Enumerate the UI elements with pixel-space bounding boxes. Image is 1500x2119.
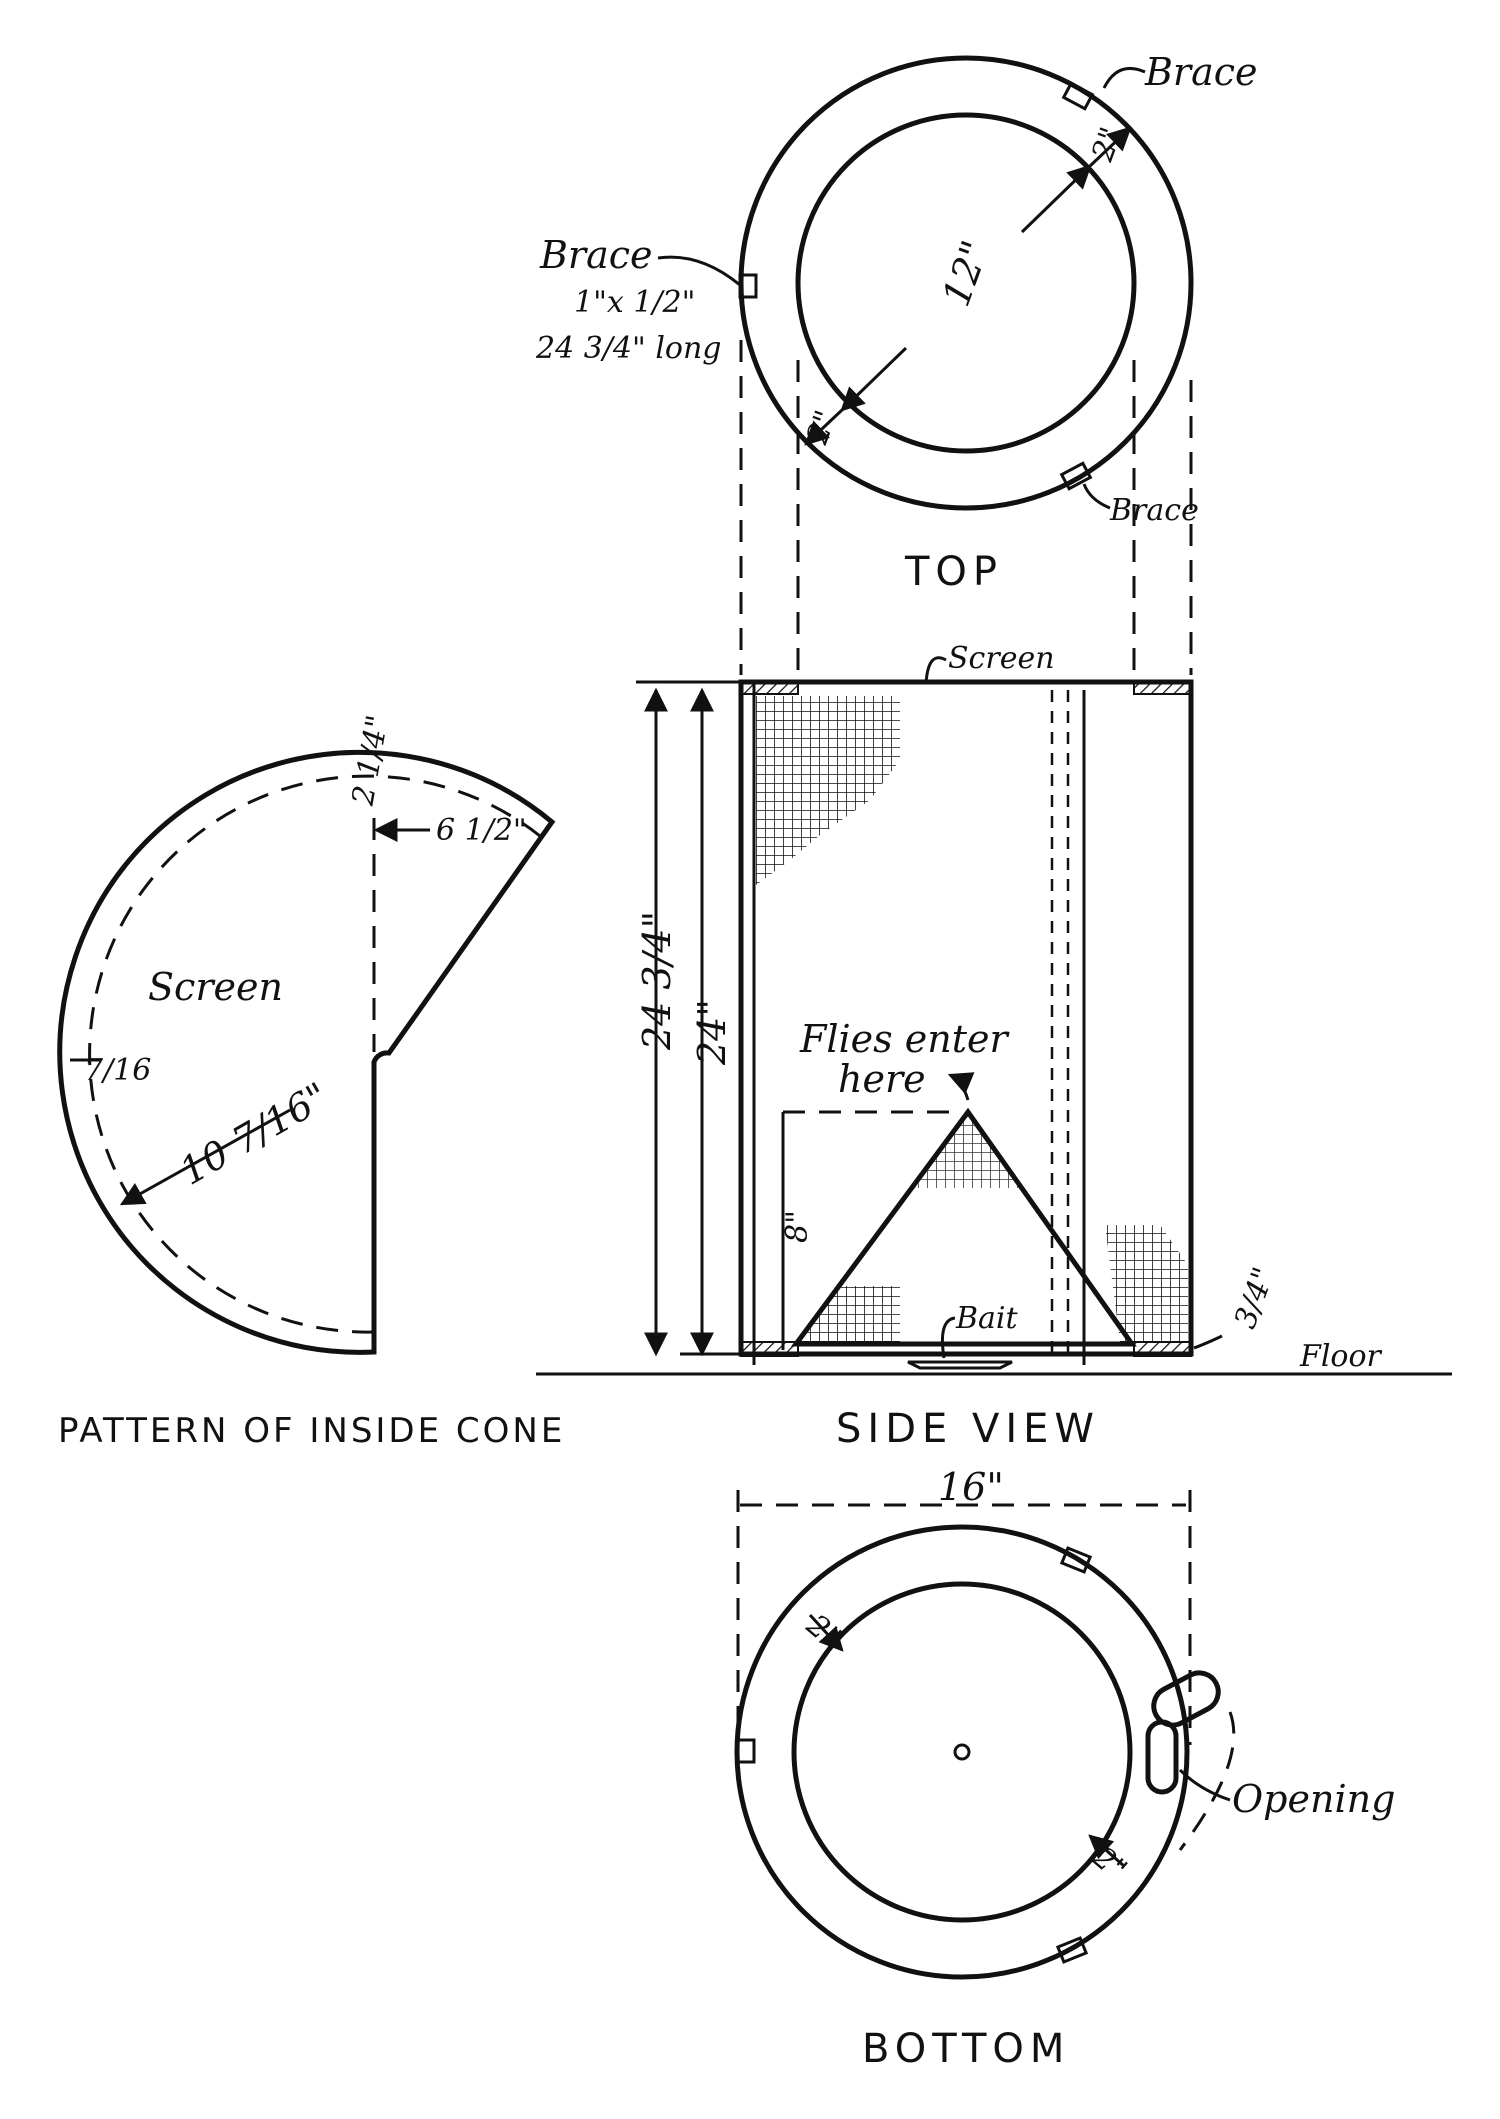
side-view: 24 3/4" 24" 8" Screen Flies enter here B… (536, 641, 1452, 1452)
bottom-opening-flap (1151, 1670, 1221, 1728)
side-bait-leader (940, 1316, 956, 1359)
side-bottom-ring-left (740, 1341, 799, 1357)
side-entry-label-line1: Flies enter (799, 1017, 1010, 1061)
side-bait-dish (907, 1360, 1013, 1370)
bottom-view: 16" 2" 2" Opening BOTTOM (734, 1465, 1395, 2072)
top-inner-diameter-label: 12" (934, 235, 998, 312)
bottom-caption: BOTTOM (862, 2026, 1070, 2072)
bottom-inner-ring (791, 1581, 1133, 1923)
bottom-center-hole (953, 1743, 971, 1761)
bottom-ring-dim-lower (1088, 1834, 1125, 1868)
top-brace-leader-upper (1102, 67, 1146, 89)
top-inner-ring (795, 112, 1137, 454)
side-top-ring-right (1133, 681, 1192, 695)
bottom-ring-dim-upper (808, 1613, 844, 1652)
top-ring-dim-upper (1088, 126, 1132, 168)
top-brace-label-left: Brace (539, 233, 653, 277)
top-diameter-arrow-lower (840, 346, 908, 412)
cone-pattern-radius-label: 10 7/16" (172, 1074, 335, 1194)
top-ring-width-upper-label: 2" (1085, 123, 1129, 167)
cone-pattern-material-label: Screen (148, 965, 283, 1009)
cone-pattern: Screen 2 1/4" 6 1/2" 7/16 10 7/16" PATTE… (57, 712, 565, 1451)
bottom-opening-leader (1178, 1768, 1231, 1802)
bottom-brace-top (1059, 1546, 1093, 1574)
cone-pattern-outline (57, 749, 556, 1355)
side-total-height-label: 24 3/4" (635, 911, 679, 1051)
bottom-brace-bottom (1055, 1936, 1089, 1964)
bottom-flap-swing (1178, 1711, 1236, 1851)
side-top-ring-left (740, 681, 799, 695)
top-brace-label-upper: Brace (1144, 50, 1258, 94)
side-screen-leader (924, 656, 947, 685)
top-ring-dim-lower (804, 408, 844, 446)
side-base-thickness-label: 3/4" (1228, 1263, 1282, 1333)
side-entry-label-line2: here (838, 1057, 926, 1101)
side-inner-height-label: 24" (690, 999, 734, 1066)
side-cone-height-label: 8" (780, 1210, 815, 1243)
top-view: 12" 2" 2" Brace Brace Brace 1"x 1/2" 24 … (535, 50, 1258, 595)
side-cone (791, 1107, 1137, 1347)
cone-pattern-radius-arrow (119, 1108, 291, 1206)
top-brace-left (738, 273, 758, 299)
side-entry-arrow (947, 1072, 975, 1101)
side-cone-mesh-lower (798, 1286, 900, 1342)
top-brace-leader-lower (1082, 483, 1111, 510)
top-diameter-arrow-upper (1020, 164, 1092, 234)
top-brace-upper (1061, 81, 1095, 111)
cone-pattern-caption: PATTERN OF INSIDE CONE (58, 1411, 565, 1451)
top-brace-length-label: 24 3/4" long (535, 331, 722, 366)
cone-pattern-chord-offset-label: 6 1/2" (436, 813, 527, 848)
top-brace-lower (1059, 461, 1093, 491)
side-screen-mesh-right (1105, 1225, 1188, 1342)
top-brace-leader-left (657, 255, 741, 287)
bottom-opening (1145, 1719, 1179, 1795)
bottom-ring-width-lower-label: 2" (1085, 1839, 1133, 1888)
top-caption: TOP (904, 549, 1003, 595)
side-screen-mesh-top (756, 696, 900, 885)
projection-lines (739, 340, 1193, 675)
bottom-brace-left (736, 1738, 756, 1764)
bottom-outer-ring (734, 1524, 1190, 1980)
top-brace-label-lower: Brace (1109, 493, 1199, 528)
side-bait-label: Bait (955, 1301, 1019, 1336)
side-body-outline (738, 679, 1194, 1357)
side-caption: SIDE VIEW (836, 1406, 1100, 1452)
side-floor-label: Floor (1299, 1339, 1383, 1374)
bottom-outer-diameter-label: 16" (938, 1465, 1004, 1509)
bottom-opening-label: Opening (1232, 1777, 1395, 1821)
side-bottom-ring-right (1133, 1341, 1192, 1357)
cone-pattern-edge-margin-label: 7/16 (84, 1053, 151, 1088)
cone-pattern-top-gap-label: 2 1/4" (345, 712, 395, 808)
side-base-thickness-leader (1193, 1334, 1223, 1350)
top-brace-size-label: 1"x 1/2" (574, 285, 695, 320)
cone-pattern-seam (88, 774, 541, 1334)
side-screen-label: Screen (948, 641, 1055, 676)
side-cone-mesh-upper (915, 1115, 1022, 1188)
